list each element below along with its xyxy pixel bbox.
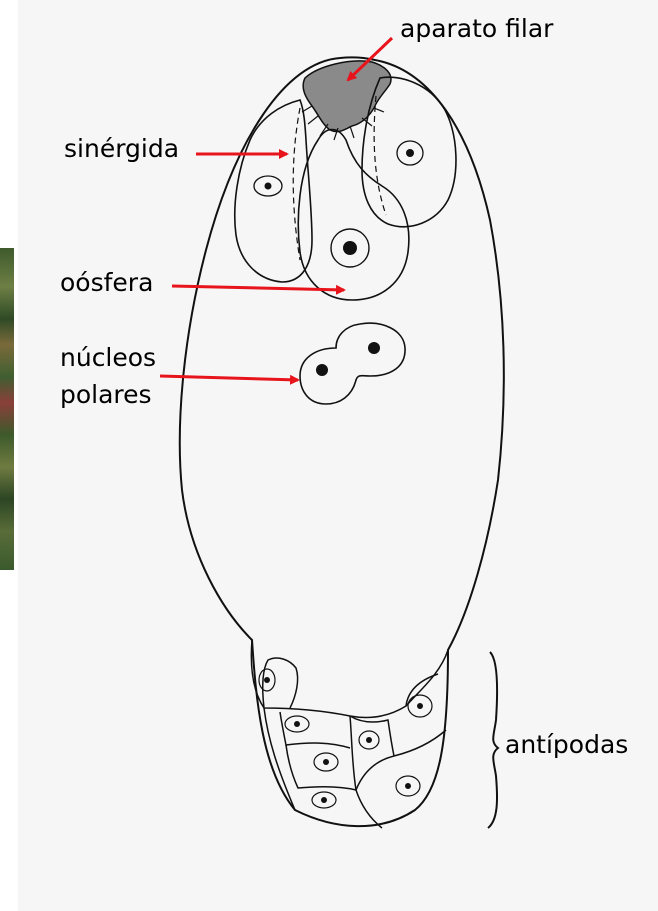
polar-nuclei <box>300 323 405 404</box>
filiform-apparatus <box>303 61 391 132</box>
label-nucleos: núcleos <box>60 343 156 373</box>
egg-cell <box>298 130 409 301</box>
arrow-nucleos-polares <box>160 376 298 380</box>
label-polares: polares <box>60 380 152 410</box>
antipodal-cells <box>251 640 448 828</box>
label-sinergida: sinérgida <box>64 134 179 164</box>
arrow-oosfera <box>172 286 344 290</box>
antipodas-bracket <box>488 652 498 828</box>
label-oosfera: oósfera <box>60 268 153 298</box>
label-antipodas: antípodas <box>505 730 628 760</box>
label-aparato-filar: aparato filar <box>400 14 553 44</box>
